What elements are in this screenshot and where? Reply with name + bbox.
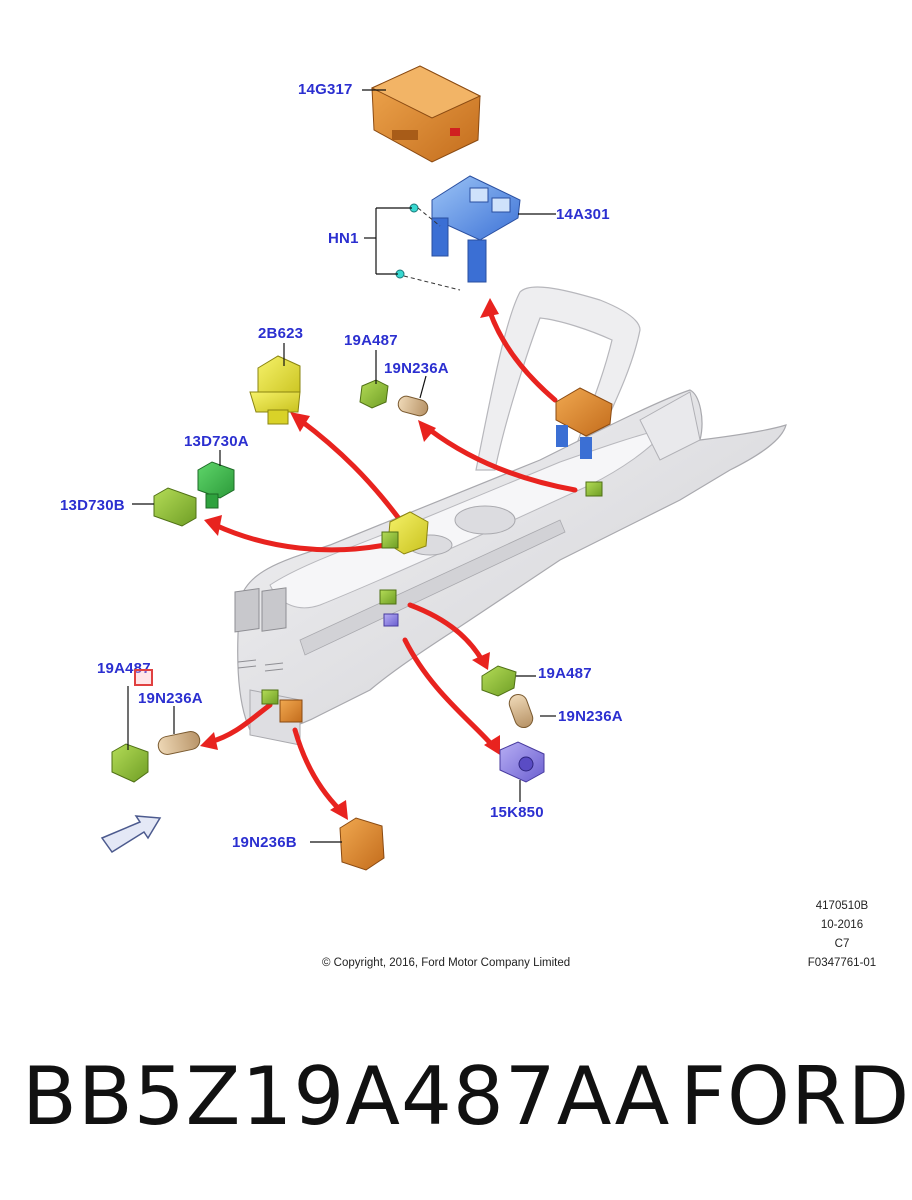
ref-figure: F0347761-01 [807,957,877,969]
part-19a487-top [359,379,389,409]
callout-hn1: HN1 [328,230,359,247]
part-19n236a-top [397,395,429,417]
callout-19a487-right: 19A487 [538,665,592,682]
highlight-marker [134,669,153,686]
callout-14g317: 14G317 [298,81,353,98]
callout-19n236a-top: 19N236A [384,360,449,377]
callout-19n236a-left: 19N236A [138,690,203,707]
copyright-notice: © Copyright, 2016, Ford Motor Company Li… [322,957,571,969]
callout-2b623: 2B623 [258,325,304,342]
leader-lines [127,89,556,843]
part-number-caption: BB5Z19A487AA [22,1050,671,1143]
part-19n236a-left [157,731,201,755]
part-19n236a-right [508,693,534,729]
fastener-hn1 [395,203,461,291]
view-direction-arrow-icon [100,815,162,854]
explode-arrows [207,309,578,813]
callout-19n236b: 19N236B [232,834,297,851]
callout-13d730a: 13D730A [184,433,249,450]
installed-orange-box [555,387,613,459]
callout-19n236a-right: 19N236A [558,708,623,725]
installed-yellow-switch [381,511,429,555]
installed-green-top [585,481,603,497]
ref-code: 4170510B [815,900,869,912]
callout-15k850: 15K850 [490,804,544,821]
part-13d730b [153,487,197,527]
part-2b623 [249,355,301,425]
part-19n236b [339,817,385,871]
ref-rev: C7 [834,938,850,950]
arrow-heads [200,298,500,820]
part-14a301 [431,175,521,283]
part-19a487-right [481,665,517,697]
brand-caption: FORD [680,1050,911,1143]
part-19a487-left [111,743,149,783]
part-15k850 [499,741,545,783]
part-14g317 [370,65,482,163]
ref-date: 10-2016 [820,919,864,931]
installed-purple [383,613,399,627]
installed-orange-rear [279,699,303,723]
callout-19a487-top: 19A487 [344,332,398,349]
rear-vent [234,587,287,672]
callout-13d730b: 13D730B [60,497,125,514]
console-exploded-diagram [100,65,787,871]
installed-green-mid [379,589,397,605]
part-13d730a [197,461,235,509]
callout-19a487-left: 19A487 [97,660,151,677]
installed-green-rear [261,689,279,705]
callout-14a301: 14A301 [556,206,610,223]
